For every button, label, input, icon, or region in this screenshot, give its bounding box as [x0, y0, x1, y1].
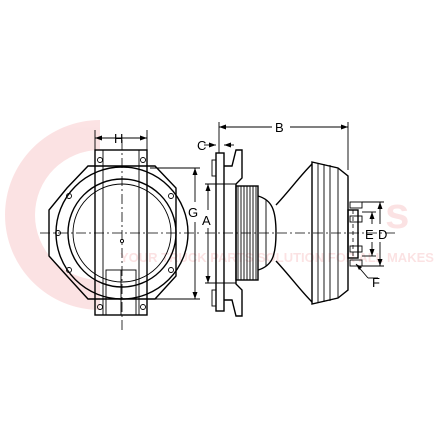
bolt-hole: [66, 193, 72, 199]
watermark-tagline: YOUR TRUCK PARTS SOLUTION FOR ALL MAKES …: [120, 250, 435, 265]
side-hub-neck: [257, 195, 277, 271]
front-view: H G: [40, 130, 200, 330]
dim-g-arrow-bottom: [192, 292, 198, 299]
dim-c-arrow-right: [224, 142, 231, 148]
side-plate-tab-top: [211, 159, 217, 177]
dim-b-arrow-left: [219, 124, 226, 130]
bolt-hole: [66, 267, 72, 273]
front-flange-outline: [48, 165, 177, 300]
dim-h-arrow-right: [140, 135, 147, 141]
dim-label-b: B: [275, 120, 284, 135]
bolt-hole: [140, 157, 146, 163]
dim-d-arrow-bottom: [377, 259, 383, 266]
dim-c-arrow: [209, 142, 216, 148]
bolt-hole: [140, 304, 146, 310]
side-plate-tab-bottom: [211, 289, 217, 307]
dim-a-arrow-bottom: [205, 276, 211, 283]
bolt-hole: [97, 304, 103, 310]
dim-label-c: C: [197, 138, 206, 153]
side-view: A B C D E F: [197, 120, 395, 317]
dim-h-arrow-left: [95, 135, 102, 141]
side-mounting-plate: [215, 152, 225, 312]
side-bell-bottom: [275, 260, 313, 303]
front-bolt-holes: [55, 157, 174, 310]
dim-g-arrow-top: [192, 168, 198, 175]
watermark: YOUR TRUCK PARTS SOLUTION FOR ALL MAKES …: [5, 120, 435, 310]
dim-e-arrow-top: [369, 212, 375, 219]
watermark-wordmark: s: [385, 189, 409, 238]
dim-e-arrow-bottom: [369, 249, 375, 256]
side-bell-top: [275, 163, 313, 206]
dim-label-a: A: [202, 213, 211, 228]
dim-b-arrow-right: [341, 124, 348, 130]
dim-d-arrow-top: [377, 202, 383, 209]
side-studs: [349, 201, 363, 267]
bolt-hole: [168, 267, 174, 273]
dim-label-e: E: [365, 227, 374, 242]
dim-label-h: H: [114, 131, 123, 146]
dim-label-g: G: [188, 205, 198, 220]
dim-label-f: F: [372, 275, 380, 290]
dim-a-arrow-top: [205, 184, 211, 191]
dim-label-d: D: [378, 227, 387, 242]
bolt-hole: [97, 157, 103, 163]
watermark-logo-arc: [5, 120, 100, 310]
dim-f-arrow: [356, 264, 362, 270]
bolt-hole: [168, 193, 174, 199]
